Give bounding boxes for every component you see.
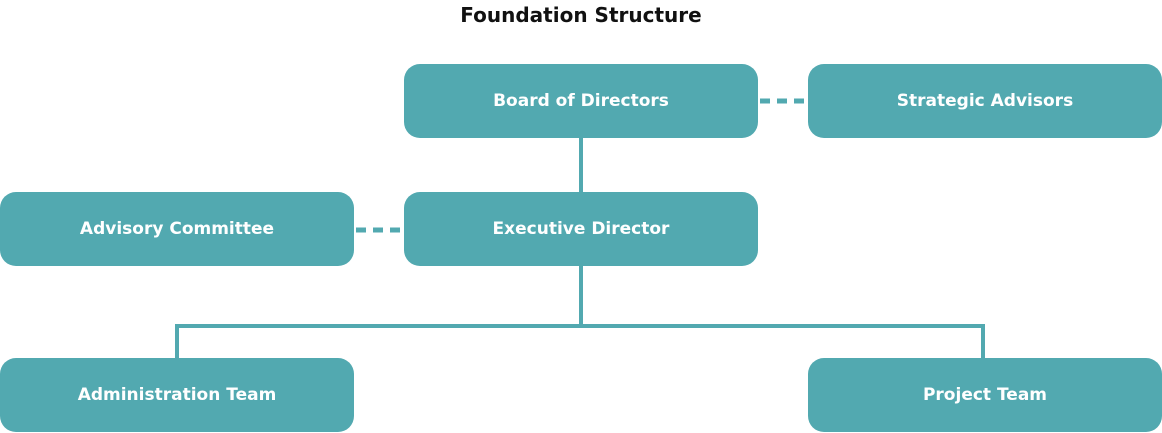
node-administration-team: Administration Team (0, 358, 354, 432)
node-strategic-advisors: Strategic Advisors (808, 64, 1162, 138)
node-board-of-directors: Board of Directors (404, 64, 758, 138)
diagram-title: Foundation Structure (460, 3, 702, 27)
node-project-team: Project Team (808, 358, 1162, 432)
node-executive-director: Executive Director (404, 192, 758, 266)
node-advisory-committee: Advisory Committee (0, 192, 354, 266)
